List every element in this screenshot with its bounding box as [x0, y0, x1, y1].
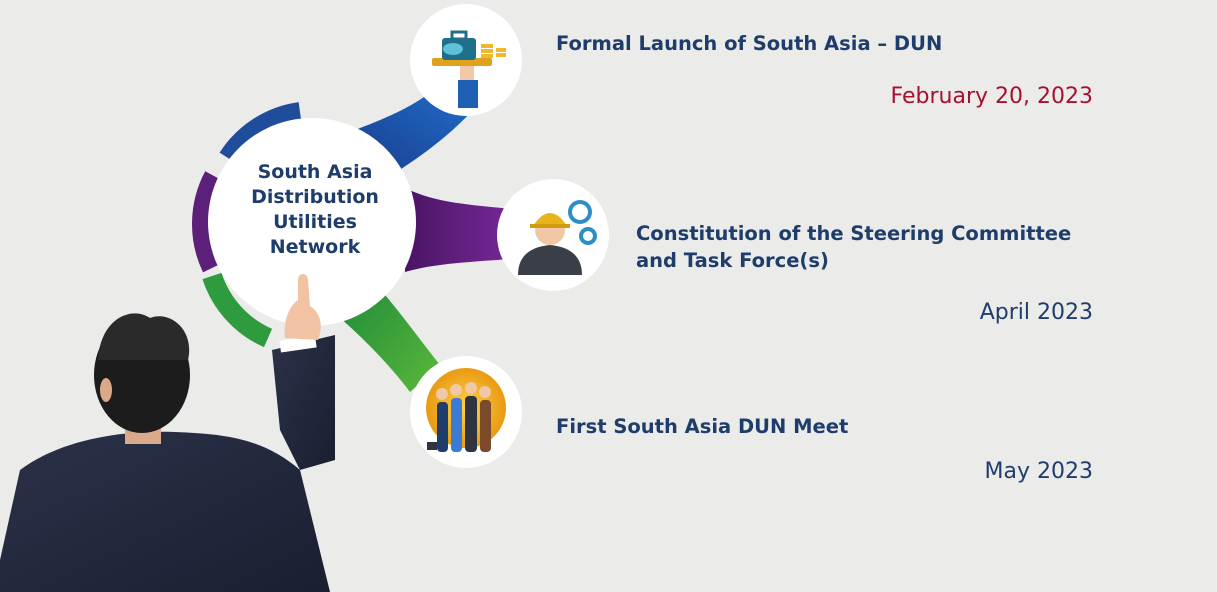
center-label-line: South Asia: [257, 161, 373, 183]
team-people-icon: [410, 356, 522, 468]
center-label-line: Network: [269, 236, 361, 258]
center-circle: [208, 118, 416, 326]
presenter-pointing-icon: [0, 274, 335, 592]
milestone-2-date: April 2023: [979, 300, 1093, 325]
center-network-label: South Asia Distribution Utilities Networ…: [222, 160, 408, 260]
milestone-2-title-line: and Task Force(s): [636, 249, 829, 272]
center-ring-arcs: [192, 102, 302, 348]
milestone-1-title-line: Formal Launch of South Asia – DUN: [556, 32, 943, 55]
milestone-2-title: Constitution of the Steering Committee a…: [636, 220, 1071, 274]
connector-purple: [405, 188, 520, 272]
milestone-2-title-line: Constitution of the Steering Committee: [636, 222, 1072, 245]
milestone-1-title: Formal Launch of South Asia – DUN: [556, 30, 942, 57]
engineer-gears-icon: [497, 179, 609, 291]
finance-briefcase-icon: [410, 4, 522, 116]
milestone-3-date: May 2023: [984, 459, 1093, 484]
milestone-1-date: February 20, 2023: [890, 84, 1093, 109]
center-label-line: Utilities: [273, 211, 357, 233]
milestone-3-title-line: First South Asia DUN Meet: [556, 415, 849, 438]
center-label-line: Distribution: [251, 186, 379, 208]
milestone-3-title: First South Asia DUN Meet: [556, 413, 848, 440]
